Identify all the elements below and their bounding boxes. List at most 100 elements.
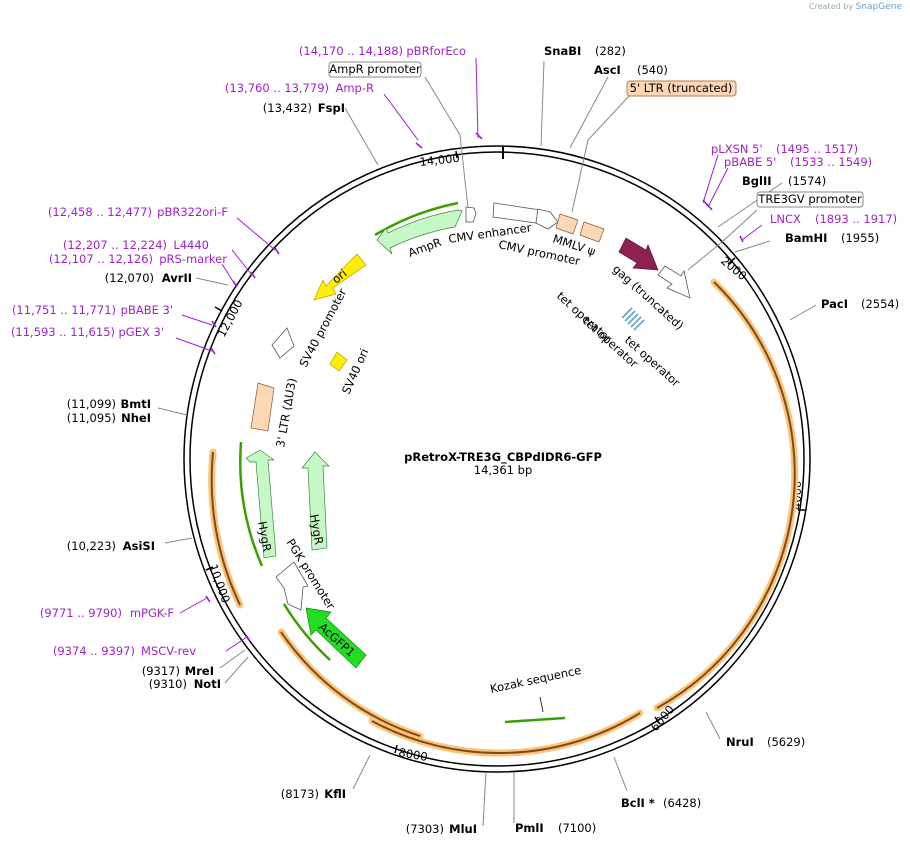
site-mlui-name: MluI (449, 822, 477, 836)
green-bar-ampr (374, 201, 459, 237)
ltr5-box-label: 5' LTR (truncated) (630, 81, 733, 95)
site-krei-name: MreI (185, 664, 214, 678)
green-bar-kozak (504, 716, 566, 724)
site-nrui-pos: (5629) (767, 735, 805, 749)
site-noti-name: NotI (194, 677, 221, 691)
primer-prsmarker-pos: (12,107 .. 12,126) (49, 252, 153, 266)
site-avrii-pos: (12,070) (105, 271, 154, 285)
site-asisi-pos: (10,223) (67, 539, 116, 553)
hygr-label-1: HygR (255, 520, 274, 553)
site-nrui-name: NruI (726, 735, 754, 749)
tick-14000 (455, 150, 458, 159)
site-fspi-name: FspI (318, 101, 345, 115)
site-bglii-name: BglII (742, 174, 772, 188)
site-fspi-pos: (13,432) (263, 101, 312, 115)
site-asci-name: AscI (594, 63, 621, 77)
green-bar-acgfp (282, 603, 331, 661)
ampr-feature (376, 209, 463, 255)
primer-pgex3-pos: (11,593 .. 11,615) (11, 325, 115, 339)
tick-12000 (214, 306, 223, 312)
site-snabi-name: SnaBI (544, 44, 581, 58)
primer-pbabe5-name: pBABE 5' (724, 155, 776, 169)
site-nhei-pos: (11,095) (67, 411, 116, 425)
primer-pbabe3-name: pBABE 3' (121, 303, 173, 317)
gag-feature (618, 237, 659, 271)
site-snabi-pos: (282) (595, 44, 626, 58)
acgfp1-feature (305, 607, 367, 669)
site-asisi-name: AsiSI (123, 539, 155, 553)
site-paci-name: PacI (821, 297, 848, 311)
tre3gv-box (756, 191, 864, 208)
ltr5-feature (555, 213, 579, 235)
sv40-ori-feature (329, 351, 348, 372)
kozak-label: Kozak sequence (489, 663, 583, 696)
primer-pbabe5-pos: (1533 .. 1549) (790, 155, 872, 169)
site-bmti-pos: (11,099) (67, 397, 116, 411)
primer-plxsn5-pos: (1495 .. 1517) (776, 142, 858, 156)
ltr3-label: 3' LTR (ΔU3) (273, 377, 299, 449)
plasmid-size: 14,361 bp (474, 463, 533, 477)
ori-feature (313, 253, 367, 301)
primer-lncx-pos: (1893 .. 1917) (815, 212, 897, 226)
site-asci-pos: (540) (637, 63, 668, 77)
site-paci-pos: (2554) (861, 297, 899, 311)
tick-6000 (654, 716, 661, 725)
backbone-inner (189, 151, 805, 767)
site-kfli-pos: (8173) (281, 787, 319, 801)
primer-l4440-name: L4440 (173, 238, 209, 252)
cmv-promoter-feature (535, 208, 559, 230)
tick-label-12000: 12,000 (214, 297, 245, 339)
ltr3-feature (250, 382, 275, 432)
primer-mpgkf-name: mPGK-F (130, 606, 174, 620)
green-bar-hygr (239, 441, 264, 567)
credit-brand: SnapGene (855, 2, 902, 12)
primer-l4440-pos: (12,207 .. 12,224) (63, 238, 167, 252)
site-bcli-name: BclI * (621, 796, 655, 810)
primer-pbr322ori-pos: (12,458 .. 12,477) (48, 205, 152, 219)
orf-arc-lowerleft (280, 631, 421, 737)
site-kfli-name: KflI (324, 787, 346, 801)
sv40-promoter-feature (271, 327, 295, 359)
ampr-promoter-feature (465, 206, 477, 223)
primer-pgex3-name: pGEX 3' (119, 325, 165, 339)
sv40-ori-label: SV40 ori (339, 346, 371, 396)
ltr5-box (626, 80, 737, 97)
cmv-enhancer-feature (492, 202, 541, 224)
site-bamhi-name: BamHI (785, 231, 827, 245)
primer-pbrforeco-pos: (14,170 .. 14,188) (299, 44, 403, 58)
orf-arc-right-outline (653, 278, 799, 712)
tick-label-8000: 8000 (397, 745, 428, 764)
site-bmti-name: BmtI (120, 397, 151, 411)
hygr-feature-1 (245, 449, 277, 559)
site-mlui-pos: (7303) (406, 822, 444, 836)
site-avrii-name: AvrII (162, 271, 192, 285)
credit-prefix: Created by (809, 2, 854, 11)
tick-2000 (727, 257, 736, 265)
site-nhei-name: NheI (121, 411, 151, 425)
primer-pbabe3-pos: (11,751 .. 11,771) (12, 303, 116, 317)
primer-lncx-name: LNCX (770, 212, 801, 226)
primer-prsmarker-name: pRS-marker (159, 252, 227, 266)
ampr-promoter-box-label: AmpR promoter (329, 62, 421, 76)
hygr-label-2: HygR (307, 513, 326, 546)
site-pmli-name: PmlI (515, 821, 544, 835)
site-mrei-pos: (9317) (142, 664, 180, 678)
tre3gv-promoter-feature (657, 265, 691, 299)
primer-ampr-name: Amp-R (335, 81, 374, 95)
plasmid-name: pRetroX-TRE3G_CBPdIDR6-GFP (404, 450, 602, 465)
orf-arc-right (656, 281, 796, 709)
orf-arc-left (210, 451, 241, 606)
tick-8000 (394, 744, 398, 754)
primer-mscvrev-pos: (9374 .. 9397) (53, 644, 135, 658)
site-pmli-pos: (7100) (558, 821, 596, 835)
primer-pbr322ori-name: pBR322ori-F (157, 205, 228, 219)
primer-plxsn5-name: pLXSN 5' (711, 142, 763, 156)
hygr-feature-2 (301, 451, 330, 551)
orf-arc-bottom (371, 712, 641, 755)
snapgene-credit: Created by SnapGene (809, 2, 902, 12)
site-bglii-pos: (1574) (788, 174, 826, 188)
kozak-tick (539, 696, 544, 713)
backbone-outer (183, 145, 811, 773)
primer-pbrforeco-name: pBRforEco (406, 44, 466, 58)
